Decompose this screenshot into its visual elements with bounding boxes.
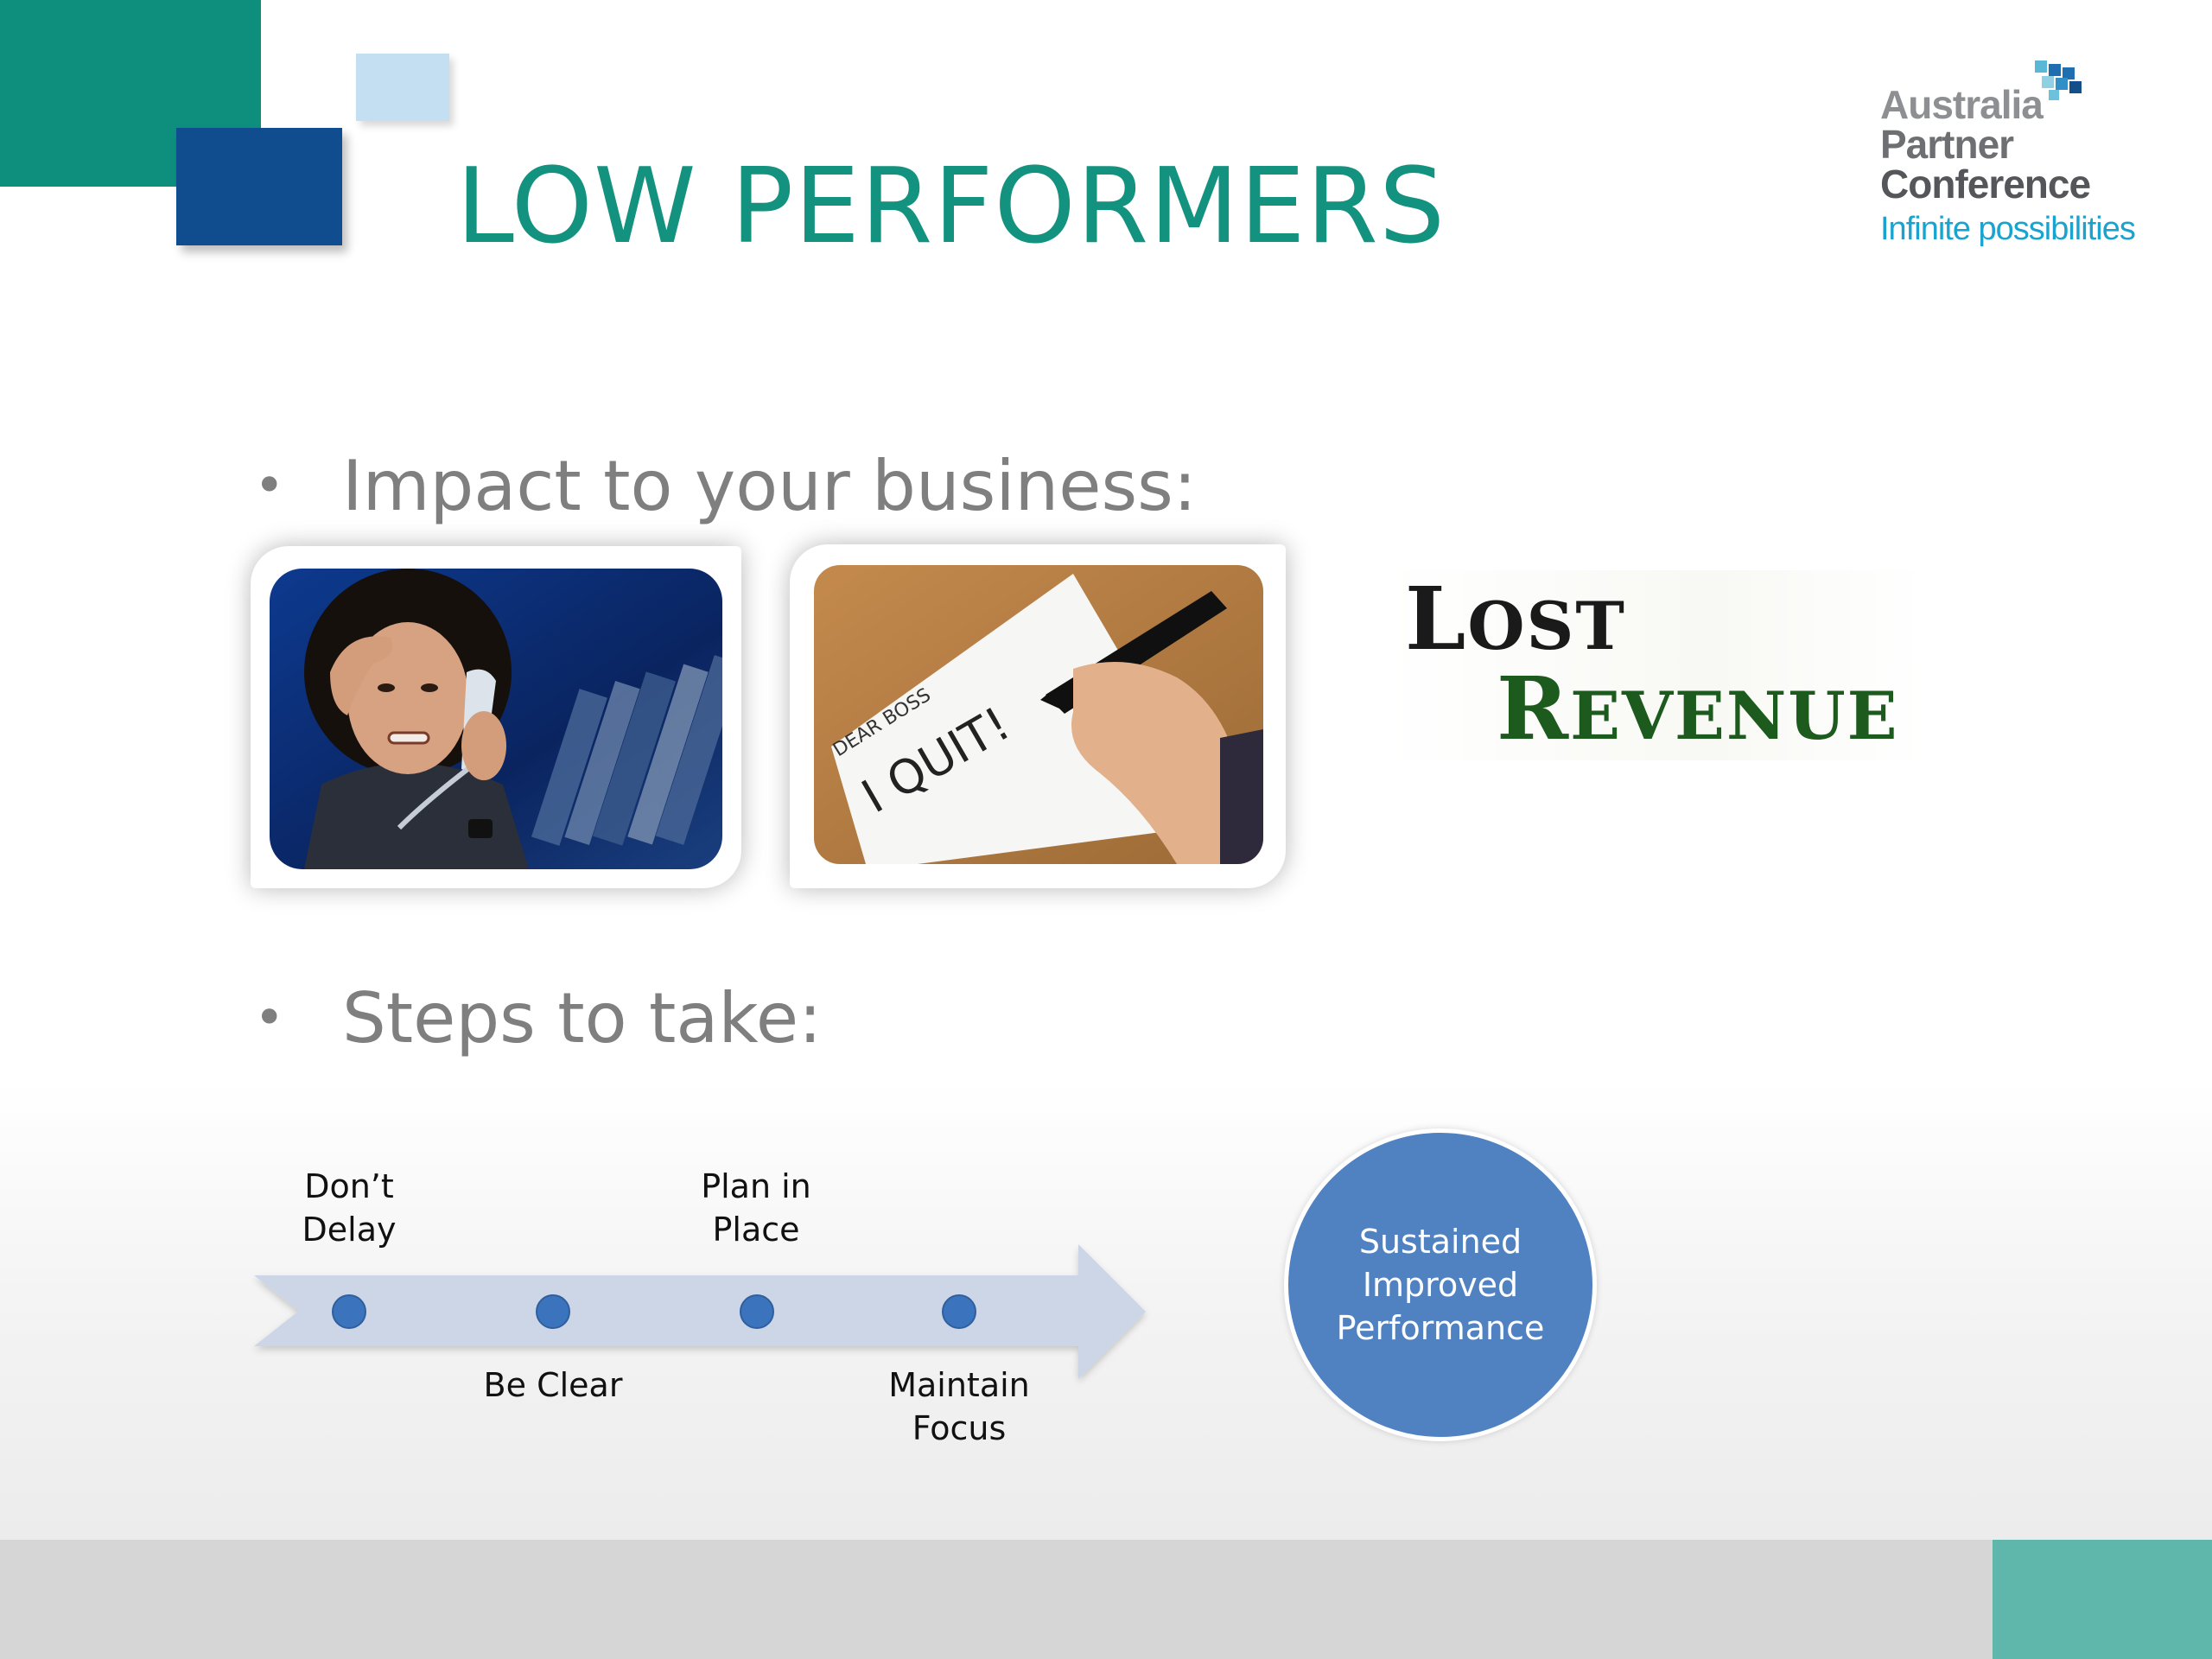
lost-revenue-graphic: LOST REVENUE [1388, 570, 1923, 760]
logo-line-3: Conference [1880, 162, 2091, 207]
footer-accent-block [1993, 1540, 2212, 1659]
step-label-dont-delay: Don’t Delay [302, 1167, 397, 1249]
photo-frame-quit-note: DEAR BOSS I QUIT! [790, 544, 1286, 888]
revenue-initial: R [1497, 658, 1571, 760]
outcome-label: Sustained Improved Performance [1336, 1223, 1545, 1347]
bullet-impact: • Impact to your business: [254, 446, 1197, 526]
decor-square-navy [176, 128, 342, 245]
logo-tagline: Infinite possibilities [1880, 211, 2136, 247]
step-label-maintain-focus: Maintain Focus [888, 1366, 1030, 1447]
step-label-plan-in-place: Plan in Place [701, 1167, 811, 1249]
lost-rest: OST [1467, 588, 1626, 664]
step-dot-2 [536, 1294, 570, 1329]
lost-revenue-word-1: LOST [1405, 575, 1626, 662]
logo-pixel-mark-icon [2035, 60, 2082, 100]
photo-frame-stressed-caller [251, 546, 741, 888]
bullet-impact-text: Impact to your business: [342, 446, 1197, 526]
logo-line-1: Australia [1880, 82, 2044, 127]
stressed-person-on-phone-photo [270, 569, 722, 869]
lost-revenue-word-2: REVENUE [1497, 665, 1899, 752]
conference-logo: Australia Partner Conference Infinite po… [1880, 59, 2139, 257]
footer-bar [0, 1540, 2212, 1659]
step-dot-3 [740, 1294, 774, 1329]
timeline-arrow [254, 1244, 1146, 1379]
slide-title: LOW PERFORMERS [456, 147, 1446, 267]
step-label-be-clear: Be Clear [483, 1366, 623, 1404]
bullet-dot-icon: • [254, 455, 285, 517]
logo-line-2: Partner [1880, 122, 2014, 167]
decor-square-light-blue [356, 54, 449, 121]
bullet-steps-text: Steps to take: [342, 978, 823, 1058]
revenue-rest: EVENUE [1570, 677, 1899, 754]
lost-initial: L [1405, 568, 1468, 670]
hand-writing-note-photo: DEAR BOSS I QUIT! [814, 565, 1263, 864]
bullet-steps: • Steps to take: [254, 978, 822, 1058]
step-dot-4 [942, 1294, 976, 1329]
arrow-shape [254, 1244, 1146, 1379]
outcome-circle: Sustained Improved Performance [1284, 1128, 1597, 1441]
step-dot-1 [332, 1294, 366, 1329]
bullet-dot-icon: • [254, 988, 285, 1049]
